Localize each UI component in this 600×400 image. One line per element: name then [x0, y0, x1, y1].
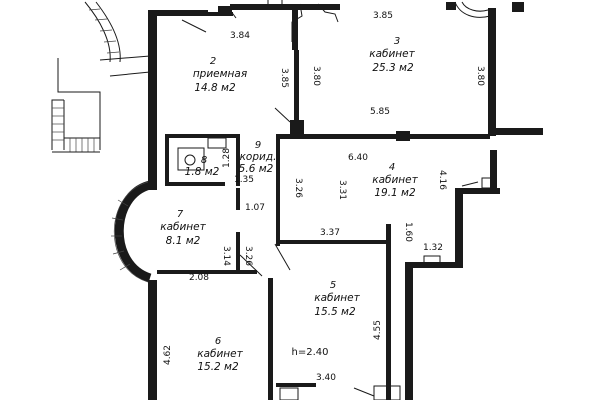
dim-4-16: 4.16	[437, 170, 447, 190]
dim-3-80-right: 3.80	[475, 66, 485, 86]
dim-5-85: 5.85	[370, 107, 390, 117]
room-area: 15.5 м2	[314, 306, 356, 318]
room-area: 19.1 м2	[374, 187, 416, 199]
room-9-label: 9 корид. 5.6 м2	[239, 140, 277, 175]
room-2-label: 2 приемная 14.8 м2	[193, 56, 247, 94]
dim-3-80-left: 3.80	[311, 66, 321, 86]
dim-3-26-room7: 3.26	[243, 246, 253, 266]
room-number: 3	[394, 36, 400, 47]
dim-4-62: 4.62	[163, 345, 173, 365]
room-name: кабинет	[372, 174, 418, 186]
room-5-label: 5 кабинет 15.5 м2	[314, 280, 360, 318]
room-name: корид.	[240, 151, 277, 163]
room-8-label: 8 1.8 м2	[185, 155, 220, 178]
room-number: 8	[201, 155, 207, 166]
room-area: 25.3 м2	[372, 62, 414, 74]
room-number: 7	[177, 209, 184, 220]
interior-walls	[157, 50, 490, 400]
room-name: кабинет	[314, 292, 360, 304]
bay-window-top-right	[446, 1, 524, 18]
dim-1-07: 1.07	[245, 203, 265, 213]
ceiling-height-note: h=2.40	[292, 347, 329, 358]
dim-3-37: 3.37	[320, 228, 340, 238]
dim-3-84: 3.84	[230, 31, 250, 41]
dim-4-55: 4.55	[373, 320, 383, 340]
round-bay-room7	[111, 180, 152, 283]
room-number: 4	[389, 162, 395, 173]
wc-fixtures	[177, 137, 495, 400]
dimension-labels: 3.84 3.85 3.85 3.80 3.80 5.85 6.40 3.26 …	[163, 11, 485, 383]
room-area: 5.6 м2	[239, 163, 274, 175]
outer-walls	[148, 4, 543, 400]
dim-3-14: 3.14	[221, 246, 231, 266]
dim-3-26-corridor: 3.26	[293, 178, 303, 198]
room-name: приемная	[193, 68, 247, 80]
room-number: 2	[210, 56, 216, 67]
room-number: 9	[255, 140, 261, 151]
dim-3-85-top: 3.85	[373, 11, 393, 21]
dim-2-08: 2.08	[189, 273, 209, 283]
dim-1-35: 1.35	[234, 175, 254, 185]
dim-6-40: 6.40	[348, 153, 368, 163]
dim-1-60: 1.60	[403, 222, 413, 242]
room-area: 14.8 м2	[194, 82, 236, 94]
door-swings	[181, 19, 479, 397]
dim-1-28: 1.28	[222, 148, 232, 168]
dim-1-32: 1.32	[423, 243, 443, 253]
room-area: 8.1 м2	[166, 235, 201, 247]
dim-3-31: 3.31	[337, 180, 347, 200]
room-number: 6	[215, 336, 221, 347]
room-area: 1.8 м2	[185, 166, 220, 178]
room-6-label: 6 кабинет 15.2 м2	[197, 336, 243, 373]
room-name: кабинет	[369, 48, 415, 60]
room-7-label: 7 кабинет 8.1 м2	[160, 209, 206, 247]
exterior-staircase	[51, 1, 151, 153]
room-name: кабинет	[197, 348, 243, 360]
bay-window-top	[218, 0, 339, 50]
room-3-label: 3 кабинет 25.3 м2	[369, 36, 415, 74]
dim-3-40: 3.40	[316, 373, 336, 383]
room-4-label: 4 кабинет 19.1 м2	[372, 162, 418, 199]
dim-3-85-vertical: 3.85	[279, 68, 289, 88]
room-area: 15.2 м2	[197, 361, 239, 373]
room-number: 5	[330, 280, 336, 291]
room-name: кабинет	[160, 221, 206, 233]
